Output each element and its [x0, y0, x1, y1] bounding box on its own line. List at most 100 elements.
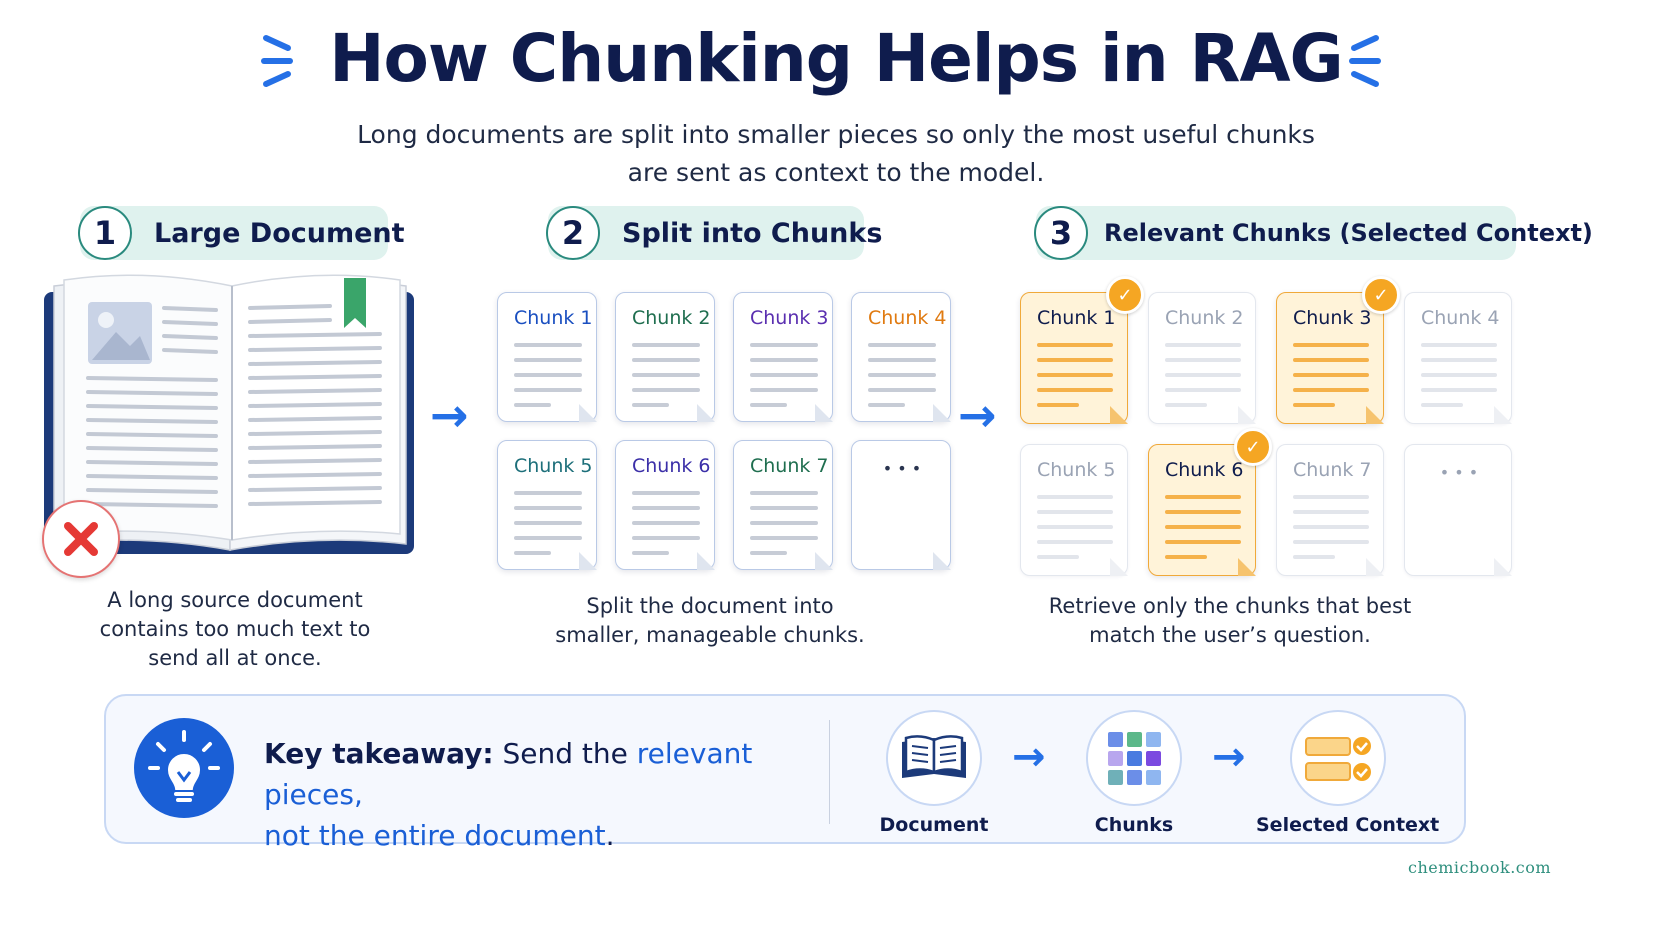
chunk-label: • • • — [882, 459, 922, 478]
chunk-label: Chunk 7 — [1293, 459, 1372, 481]
grid-blocks-icon — [1108, 732, 1161, 785]
unselected-chunk-card: • • • — [1404, 444, 1512, 576]
selected-chunk-card: Chunk 3 — [1276, 292, 1384, 424]
page-fold — [933, 552, 951, 570]
selected-chunk-card: Chunk 1 — [1020, 292, 1128, 424]
page-fold — [815, 552, 833, 570]
page-fold — [1366, 406, 1384, 424]
step-2-caption: Split the document into smaller, managea… — [540, 592, 880, 650]
unselected-chunk-card: Chunk 5 — [1020, 444, 1128, 576]
takeaway-highlight-2: not the entire document — [264, 819, 606, 852]
unselected-chunk-card: Chunk 4 — [1404, 292, 1512, 424]
chunk-label: Chunk 5 — [514, 455, 593, 477]
text-line — [1293, 388, 1369, 392]
text-line — [632, 521, 700, 525]
text-line — [632, 373, 700, 377]
text-line — [750, 491, 818, 495]
text-line — [1165, 510, 1241, 514]
text-line — [632, 506, 700, 510]
text-line — [632, 343, 700, 347]
page-fold — [1238, 558, 1256, 576]
close-icon — [64, 522, 98, 556]
text-line — [514, 388, 582, 392]
text-line — [868, 388, 936, 392]
open-book-icon — [902, 735, 966, 778]
checked-cards-icon — [1305, 737, 1371, 781]
text-line — [1293, 510, 1369, 514]
chunk-label: Chunk 7 — [750, 455, 829, 477]
text-line — [632, 491, 700, 495]
page-fold — [579, 552, 597, 570]
text-line — [1165, 373, 1241, 377]
panel-divider — [829, 720, 830, 824]
text-line — [1421, 343, 1497, 347]
split-chunk-card: Chunk 4 — [851, 292, 951, 422]
text-line — [1037, 525, 1113, 529]
lightbulb-badge — [134, 718, 234, 818]
unselected-chunk-card: Chunk 7 — [1276, 444, 1384, 576]
text-line — [632, 358, 700, 362]
text-line — [1293, 343, 1369, 347]
takeaway-panel — [104, 694, 1466, 844]
split-chunk-card: Chunk 2 — [615, 292, 715, 422]
text-line — [1037, 540, 1113, 544]
text-line — [1165, 358, 1241, 362]
text-line — [1037, 388, 1113, 392]
flow-document-label: Document — [879, 814, 989, 836]
text-line — [750, 506, 818, 510]
step-2-caption-line: smaller, manageable chunks. — [555, 623, 865, 647]
check-icon: ✓ — [1234, 428, 1272, 466]
text-line — [1037, 343, 1113, 347]
takeaway-lead: Key takeaway: — [264, 737, 494, 770]
text-line — [750, 358, 818, 362]
text-line — [750, 521, 818, 525]
check-icon: ✓ — [1106, 276, 1144, 314]
text-line — [514, 491, 582, 495]
flow-chunks-label: Chunks — [1094, 814, 1174, 836]
step-2-number: 2 — [546, 206, 600, 260]
split-chunk-card: Chunk 5 — [497, 440, 597, 570]
page-fold — [697, 552, 715, 570]
chunk-label: Chunk 1 — [1037, 307, 1116, 329]
text-line — [1165, 555, 1207, 559]
text-line — [1293, 525, 1369, 529]
sparkle-left-icon — [261, 35, 293, 87]
page-fold — [579, 404, 597, 422]
flow-document-circle — [886, 710, 982, 806]
text-line — [1293, 373, 1369, 377]
text-line — [514, 521, 582, 525]
reject-badge — [42, 500, 120, 578]
chunk-label: Chunk 3 — [1293, 307, 1372, 329]
text-line — [632, 551, 669, 555]
arrow-right-icon: → — [430, 388, 469, 442]
page-fold — [1110, 558, 1128, 576]
text-line — [750, 536, 818, 540]
step-1-label: Large Document — [154, 217, 405, 249]
text-line — [1293, 495, 1369, 499]
page-fold — [1494, 558, 1512, 576]
text-line — [868, 358, 936, 362]
text-line — [1421, 373, 1497, 377]
arrow-right-icon: → — [1212, 734, 1246, 780]
text-line — [1165, 540, 1241, 544]
step-3-header: 3 Relevant Chunks (Selected Context) — [1034, 206, 1593, 260]
text-line — [750, 551, 787, 555]
text-line — [632, 403, 669, 407]
text-line — [1037, 555, 1079, 559]
split-chunk-card: Chunk 7 — [733, 440, 833, 570]
text-line — [514, 551, 551, 555]
flow-chunks-circle — [1086, 710, 1182, 806]
text-line — [1421, 403, 1463, 407]
text-line — [1293, 358, 1369, 362]
page-title: How Chunking Helps in RAG — [329, 20, 1343, 97]
step-1-caption-line: contains too much text to — [99, 617, 371, 641]
text-line — [1165, 388, 1241, 392]
check-icon: ✓ — [1362, 276, 1400, 314]
text-line — [1037, 358, 1113, 362]
step-1-header: 1 Large Document — [78, 206, 405, 260]
chunk-label: Chunk 6 — [1165, 459, 1244, 481]
split-chunk-card: Chunk 3 — [733, 292, 833, 422]
page-fold — [1366, 558, 1384, 576]
takeaway-end: . — [605, 819, 615, 852]
